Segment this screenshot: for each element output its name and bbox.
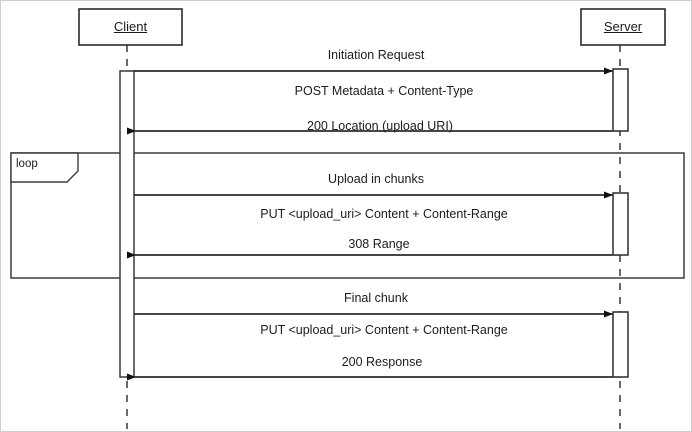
message-label-final-chunk: Final chunk	[344, 291, 408, 305]
message-label-put-chunk: PUT <upload_uri> Content + Content-Range	[260, 207, 508, 221]
activation-bar-client	[119, 70, 135, 378]
message-label-200-response: 200 Response	[341, 355, 423, 369]
message-label-post-metadata: POST Metadata + Content-Type	[294, 84, 474, 98]
participant-label-server: Server	[603, 19, 643, 34]
message-label-308-range: 308 Range	[348, 237, 410, 251]
loop-fragment-tag-label: loop	[16, 158, 38, 170]
loop-fragment-frame	[10, 152, 685, 279]
activation-bar-server-3	[612, 311, 629, 378]
participant-label-client: Client	[113, 19, 148, 34]
participant-box-server[interactable]	[580, 8, 666, 46]
activation-bar-server-1	[612, 68, 629, 132]
activation-bar-server-2	[612, 192, 629, 256]
message-label-200-location: 200 Location (upload URI)	[307, 119, 453, 133]
message-label-initiation-request: Initiation Request	[327, 48, 425, 62]
loop-fragment-tag-shape	[10, 152, 79, 183]
participant-box-client[interactable]	[78, 8, 183, 46]
message-label-put-final-chunk: PUT <upload_uri> Content + Content-Range	[260, 323, 508, 337]
message-label-upload-in-chunks: Upload in chunks	[328, 172, 424, 186]
